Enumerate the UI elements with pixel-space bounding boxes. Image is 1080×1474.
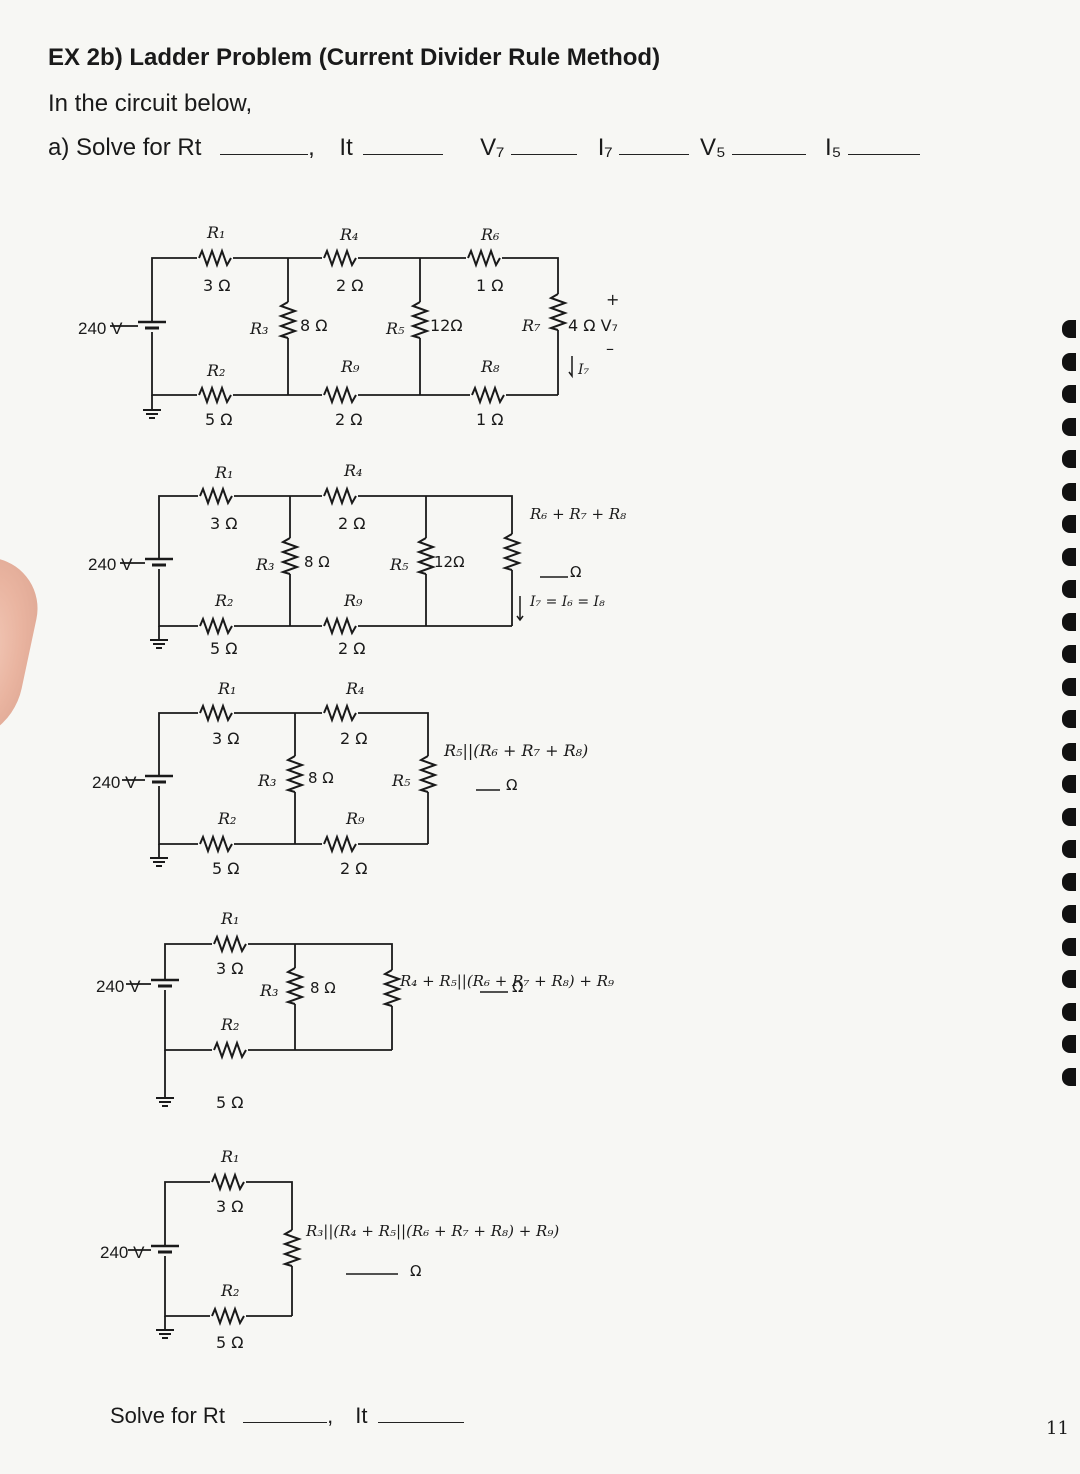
rt-blank[interactable] (220, 134, 309, 155)
i7-blank[interactable] (619, 134, 690, 155)
page-number: 11 (1046, 1418, 1069, 1439)
spiral-binding (1062, 320, 1080, 1100)
c1-r8-value: 1 Ω (476, 410, 504, 429)
footer-rt-blank[interactable] (243, 1402, 328, 1423)
v5-label: V₅ (699, 134, 726, 161)
c2-r4-value: 2 Ω (338, 514, 366, 533)
c5-r2-value: 5 Ω (216, 1333, 244, 1352)
c2-r9-value: 2 Ω (338, 639, 366, 658)
c1-r9-value: 2 Ω (335, 410, 363, 429)
c3-r4-value: 2 Ω (340, 729, 368, 748)
footer-answer-row: Solve for Rt , It (110, 1402, 464, 1429)
circuit-5-final (128, 1181, 398, 1330)
c2-current-relation: I₇ = I₆ = I₈ (529, 594, 605, 610)
i7-label: I₇ (597, 134, 613, 161)
circuit-3-combined-5678 (122, 712, 500, 858)
c4-source-label: 240 V (96, 977, 141, 996)
c3-ohm-unit: Ω (506, 776, 517, 794)
c1-r4-value: 2 Ω (336, 276, 364, 295)
c5-equivalent-expr: R₃||(R₄ + R₅||(R₆ + R₇ + R₈) + R₉) (305, 1222, 559, 1240)
c1-r3-value: 8 Ω (300, 316, 328, 335)
c3-r3-value: 8 Ω (308, 769, 334, 787)
c1-v7-plus: + (606, 290, 619, 309)
c1-r6-value: 1 Ω (476, 276, 504, 295)
c4-r2-value: 5 Ω (216, 1093, 244, 1112)
footer-it-label: It (355, 1403, 368, 1428)
c3-source-label: 240 V (92, 773, 137, 792)
c3-r1-name: R₁ (217, 679, 236, 698)
footer-it-blank[interactable] (377, 1402, 464, 1423)
c3-r3-name: R₃ (257, 771, 276, 790)
c3-r2-name: R₂ (217, 809, 236, 828)
c3-r2-value: 5 Ω (212, 859, 240, 878)
c1-i7-label: I₇ (577, 362, 590, 378)
c3-r9-name: R₉ (345, 809, 365, 828)
answer-row: a) Solve for Rt , It V₇ I₇ V₅ I₅ (48, 134, 921, 162)
c2-r5-name: R₅ (389, 555, 409, 574)
circuit-2-combined-678 (120, 495, 568, 640)
c4-r1-name: R₁ (220, 909, 239, 928)
c1-r5-value: 12Ω (430, 316, 463, 335)
c4-r3-name: R₃ (259, 981, 278, 1000)
footer-solve-label: Solve for Rt (110, 1403, 225, 1428)
c2-source-label: 240 V (88, 555, 133, 574)
c4-r2-name: R₂ (220, 1015, 239, 1034)
c2-equivalent-expr: R₆ + R₇ + R₈ (529, 505, 626, 523)
c1-source-label: 240 V (78, 319, 123, 338)
it-blank[interactable] (363, 134, 444, 155)
c1-r3-name: R₃ (249, 319, 268, 338)
c2-ohm-unit: Ω (570, 563, 581, 581)
circuit-1-full-ladder (110, 257, 573, 410)
c2-r3-name: R₃ (255, 555, 274, 574)
c3-r9-value: 2 Ω (340, 859, 368, 878)
c5-r1-value: 3 Ω (216, 1197, 244, 1216)
c2-r9-name: R₉ (343, 591, 363, 610)
c1-r2-value: 5 Ω (205, 410, 233, 429)
c5-r1-name: R₁ (220, 1147, 239, 1166)
v7-label: V₇ (480, 134, 505, 161)
c3-equivalent-expr: R₅||(R₆ + R₇ + R₈) (443, 741, 588, 760)
c4-r3-value: 8 Ω (310, 979, 336, 997)
c2-r4-name: R₄ (343, 461, 362, 480)
c5-source-label: 240 V (100, 1243, 145, 1262)
exercise-title: EX 2b) Ladder Problem (Current Divider R… (48, 44, 661, 71)
i5-blank[interactable] (848, 134, 921, 155)
c2-r3-value: 8 Ω (304, 553, 330, 571)
c4-r1-value: 3 Ω (216, 959, 244, 978)
c1-r8-name: R₈ (480, 357, 500, 376)
c2-r2-value: 5 Ω (210, 639, 238, 658)
v5-blank[interactable] (732, 134, 807, 155)
c2-r1-name: R₁ (214, 463, 233, 482)
c2-r2-name: R₂ (214, 591, 233, 610)
c2-r5-value: 12Ω (434, 553, 465, 571)
c4-equivalent-expr: R₄ + R₅||(R₆ + R₇ + R₈) + R₉ (399, 972, 614, 990)
c1-r4-name: R₄ (339, 225, 358, 244)
part-a-label: a) Solve for Rt (48, 134, 202, 161)
c1-r1-name: R₁ (206, 223, 225, 242)
c2-r1-value: 3 Ω (210, 514, 238, 533)
c3-r5-name: R₅ (391, 771, 411, 790)
c1-r6-name: R₆ (480, 225, 500, 244)
c5-ohm-unit: Ω (410, 1262, 421, 1280)
it-label: It (339, 134, 353, 161)
intro-text: In the circuit below, (48, 90, 253, 117)
v7-blank[interactable] (511, 134, 578, 155)
c1-r1-value: 3 Ω (203, 276, 231, 295)
i5-label: I₅ (825, 134, 842, 161)
c1-r2-name: R₂ (206, 361, 225, 380)
c3-r4-name: R₄ (345, 679, 364, 698)
c1-r5-name: R₅ (385, 319, 405, 338)
c3-r1-value: 3 Ω (212, 729, 240, 748)
c1-r7-value: 4 Ω V₇ (568, 316, 618, 335)
c4-ohm-unit: Ω (512, 978, 523, 996)
c5-r2-name: R₂ (220, 1281, 239, 1300)
c1-r9-name: R₉ (340, 357, 360, 376)
c1-r7-name: R₇ (521, 316, 541, 335)
c1-v7-minus: – (606, 339, 614, 358)
circuit-4-combined-456789 (126, 943, 508, 1098)
